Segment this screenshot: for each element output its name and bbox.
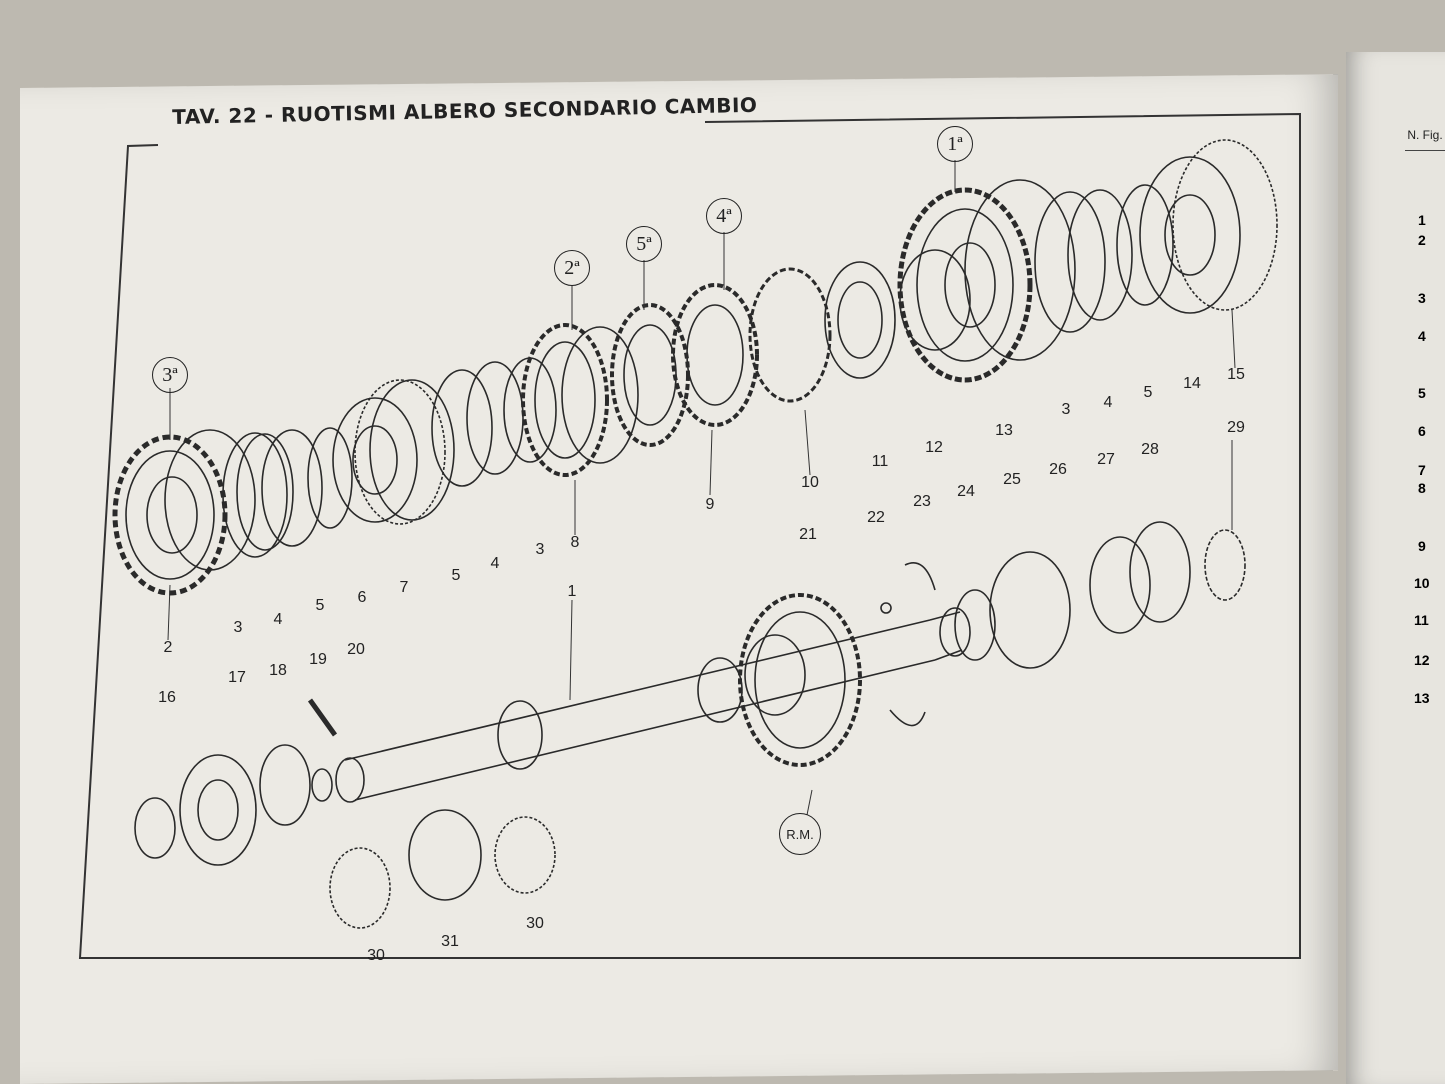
sleeve-7 — [354, 379, 446, 525]
callout-3b: 3 — [535, 541, 545, 558]
callout-28: 28 — [1141, 441, 1159, 458]
callout-13: 13 — [995, 422, 1013, 439]
gear-label-5th: 5ª — [626, 226, 662, 262]
bearing-27 — [1089, 536, 1151, 634]
callout-24: 24 — [957, 483, 975, 500]
callout-5: 5 — [315, 597, 325, 614]
callout-29: 29 — [1227, 419, 1245, 436]
callout-4b: 4 — [490, 555, 500, 572]
callout-12: 12 — [925, 439, 943, 456]
callout-1: 1 — [567, 583, 577, 600]
callout-15: 15 — [1227, 366, 1245, 383]
needle-bearing-30b — [494, 816, 556, 894]
fig-num: 3 — [1418, 290, 1426, 306]
gear-label-1st: 1ª — [937, 126, 973, 162]
bearing-17 — [179, 754, 257, 866]
pin-19 — [307, 698, 338, 737]
ring-4 — [261, 429, 323, 547]
callout-4c: 4 — [1103, 394, 1113, 411]
leader-lines — [167, 160, 1236, 816]
bushing-31 — [408, 809, 482, 901]
callout-5c: 5 — [1143, 384, 1153, 401]
callout-30a: 30 — [367, 947, 385, 964]
manual-page-right — [1346, 52, 1445, 1084]
callout-23: 23 — [913, 493, 931, 510]
fig-num: 8 — [1418, 480, 1426, 496]
callout-21: 21 — [799, 526, 817, 543]
callout-20: 20 — [347, 641, 365, 658]
fig-num: 4 — [1418, 328, 1426, 344]
fig-num: 13 — [1414, 690, 1430, 706]
callout-4: 4 — [273, 611, 283, 628]
hub-6 — [332, 397, 418, 523]
half-ring-23a — [904, 562, 936, 591]
hub-14 — [1139, 156, 1241, 314]
ring-5 — [307, 427, 353, 529]
callout-27: 27 — [1097, 451, 1115, 468]
callout-11: 11 — [871, 453, 889, 470]
fig-num: 11 — [1414, 612, 1429, 628]
callout-9: 9 — [705, 496, 715, 513]
callout-16: 16 — [158, 689, 176, 706]
threaded-end-29 — [1204, 529, 1246, 601]
gear-21-reverse — [738, 593, 862, 767]
fig-column-header: N. Fig. — [1405, 120, 1445, 151]
callout-22: 22 — [867, 509, 885, 526]
main-shaft-1 — [344, 619, 936, 801]
lower-shaft-assembly — [134, 521, 1246, 929]
half-ring-23b — [889, 709, 926, 727]
callout-6: 6 — [357, 589, 367, 606]
callout-30b: 30 — [526, 915, 544, 932]
fig-num: 12 — [1414, 652, 1430, 668]
bearing-11 — [824, 261, 896, 379]
nut-16 — [134, 797, 176, 859]
callout-3c: 3 — [1061, 401, 1071, 418]
ring-20 — [311, 768, 333, 802]
callout-19: 19 — [309, 651, 327, 668]
fig-number-column: N. Fig. — [1405, 120, 1445, 151]
callout-14: 14 — [1183, 375, 1201, 392]
gear-label-3rd: 3ª — [152, 357, 188, 393]
ring-18 — [259, 744, 311, 826]
ball-22 — [880, 602, 892, 614]
fig-num: 10 — [1414, 575, 1430, 591]
gear-3rd — [112, 429, 256, 596]
spacer-12 — [899, 249, 971, 351]
gear-label-2nd: 2ª — [554, 250, 590, 286]
ring-25 — [954, 589, 996, 661]
callout-8: 8 — [570, 534, 580, 551]
callout-10: 10 — [801, 474, 819, 491]
sleeve-15 — [1172, 139, 1278, 311]
gear-1st — [897, 179, 1076, 383]
callout-26: 26 — [1049, 461, 1067, 478]
ring-28 — [1129, 521, 1191, 623]
callout-2: 2 — [163, 639, 173, 656]
callout-5b: 5 — [451, 567, 461, 584]
callout-25: 25 — [1003, 471, 1021, 488]
fig-num: 2 — [1418, 232, 1426, 248]
fig-num: 5 — [1418, 385, 1426, 401]
callout-7: 7 — [399, 579, 409, 596]
gear-label-reverse: R.M. — [779, 813, 821, 855]
gear-2nd — [521, 323, 639, 477]
fig-num: 6 — [1418, 423, 1426, 439]
callout-31: 31 — [441, 933, 459, 950]
callout-17: 17 — [228, 669, 246, 686]
gear-label-4th: 4ª — [706, 198, 742, 234]
ring-3 — [222, 432, 288, 558]
gear-4th — [671, 267, 832, 427]
upper-gear-train — [112, 139, 1278, 596]
callout-3: 3 — [233, 619, 243, 636]
callout-18: 18 — [269, 662, 287, 679]
bearing-26 — [989, 551, 1071, 669]
fig-num: 9 — [1418, 538, 1426, 554]
fig-num: 7 — [1418, 462, 1426, 478]
needle-bearing-30a — [329, 847, 391, 929]
fig-num: 1 — [1418, 212, 1426, 228]
drawing-frame — [78, 112, 1301, 959]
ring-24 — [939, 607, 971, 657]
